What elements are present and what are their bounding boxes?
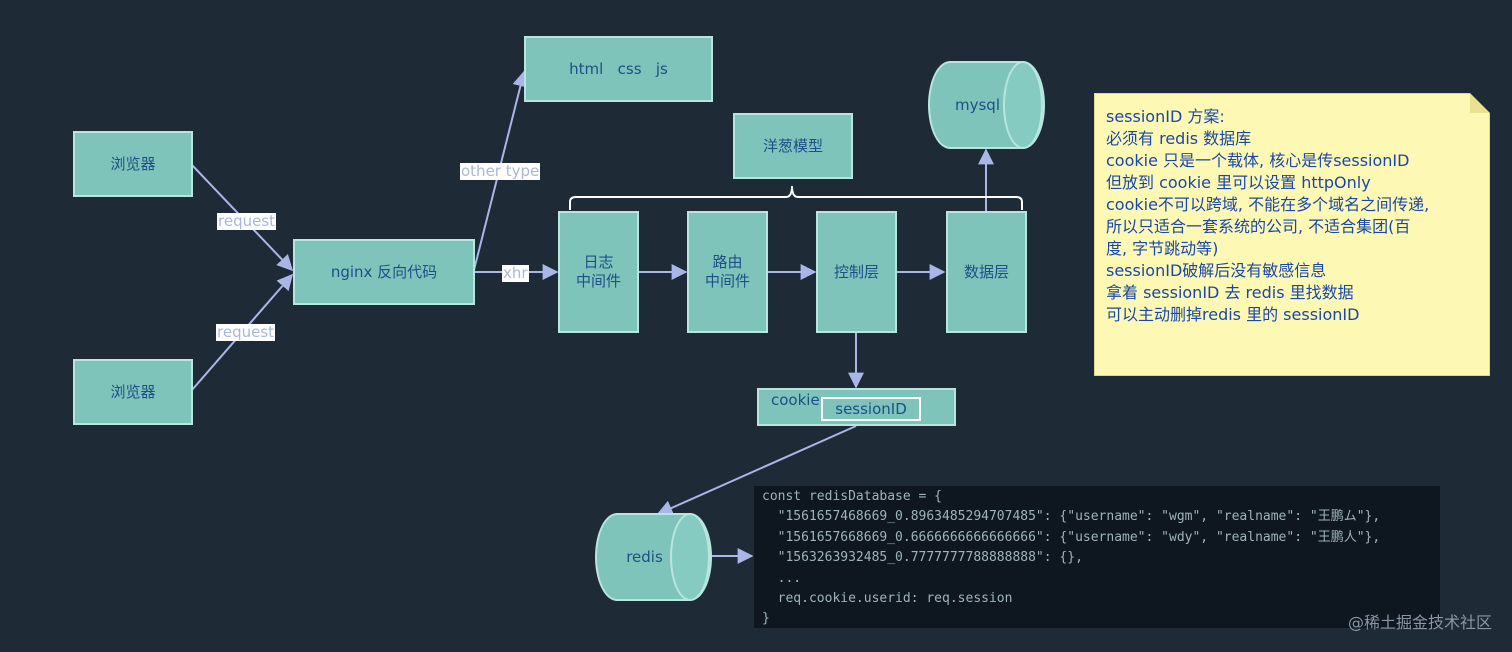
note-line: 拿着 sessionID 去 redis 里找数据	[1106, 283, 1354, 302]
note-line: 度, 字节跳动等)	[1106, 239, 1219, 258]
browser-node-bottom: 浏览器	[73, 359, 193, 425]
redis-database-node: redis	[595, 513, 712, 601]
redis-code-snippet: const redisDatabase = { "1561657468669_0…	[754, 486, 1440, 628]
mysql-database-node: mysql	[928, 61, 1045, 149]
note-line: 所以只适合一套系统的公司, 不适合集团(百	[1106, 217, 1411, 236]
edge-label-request-bottom: request	[216, 323, 276, 341]
code-line: "1561657468669_0.8963485294707485": {"us…	[762, 509, 1381, 525]
code-line: ...	[762, 570, 802, 586]
code-line: }	[762, 611, 770, 627]
note-line: 可以主动删掉redis 里的 sessionID	[1106, 305, 1360, 324]
cookie-label: cookie	[771, 391, 820, 409]
onion-model-node: 洋葱模型	[733, 113, 853, 179]
note-line: sessionID 方案:	[1106, 107, 1225, 126]
route-middleware-node: 路由 中间件	[687, 211, 768, 333]
redis-label: redis	[626, 548, 663, 566]
code-line: "1561657668669_0.6666666666666666": {"us…	[762, 529, 1381, 545]
session-id-box: sessionID	[821, 397, 921, 421]
edge-label-xhr: xhr	[502, 264, 529, 282]
note-line: 必须有 redis 数据库	[1106, 129, 1252, 148]
note-line: cookie不可以跨域, 不能在多个域名之间传递,	[1106, 195, 1430, 214]
code-line: req.cookie.userid: req.session	[762, 591, 1013, 607]
watermark: @稀土掘金技术社区	[1347, 613, 1492, 632]
note-line: 但放到 cookie 里可以设置 httpOnly	[1106, 173, 1371, 192]
session-notes: sessionID 方案: 必须有 redis 数据库 cookie 只是一个载…	[1094, 93, 1490, 376]
code-line: "1563263932485_0.7777777788888888": {},	[762, 550, 1083, 566]
note-corner-fold	[1470, 93, 1490, 113]
onion-brace	[569, 185, 1023, 210]
log-middleware-node: 日志 中间件	[558, 211, 639, 333]
controller-node: 控制层	[816, 211, 897, 333]
note-line: cookie 只是一个载体, 核心是传sessionID	[1106, 151, 1410, 170]
code-line: const redisDatabase = {	[762, 489, 943, 504]
edge-label-request-top: request	[217, 212, 277, 230]
mysql-label: mysql	[955, 96, 1000, 114]
browser-node-top: 浏览器	[73, 131, 193, 197]
note-line: sessionID破解后没有敏感信息	[1106, 261, 1327, 280]
nginx-node: nginx 反向代码	[293, 239, 475, 305]
static-assets-node: html css js	[524, 36, 713, 102]
cookie-node: cookie sessionID	[757, 388, 956, 426]
data-layer-node: 数据层	[946, 211, 1027, 333]
edge-label-other-type: other type	[460, 162, 541, 180]
